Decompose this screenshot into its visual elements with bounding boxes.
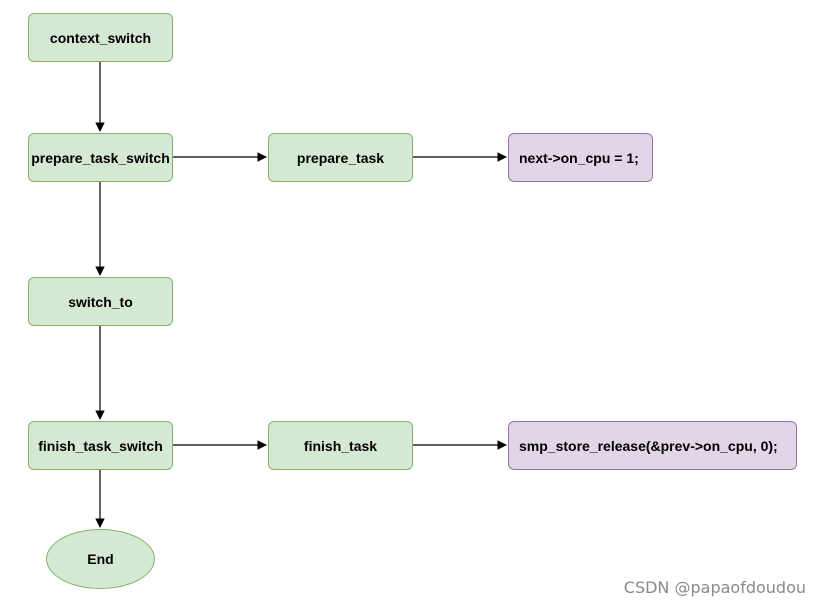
node-prepare-task: prepare_task <box>268 133 413 182</box>
node-label: End <box>87 551 114 567</box>
node-label: prepare_task_switch <box>31 149 170 166</box>
node-end: End <box>46 529 155 589</box>
node-label: next->on_cpu = 1; <box>519 149 639 166</box>
node-label: smp_store_release(&prev->on_cpu, 0); <box>519 437 778 454</box>
node-smp-store-release: smp_store_release(&prev->on_cpu, 0); <box>508 421 797 470</box>
node-label: finish_task_switch <box>38 437 163 454</box>
node-next-on-cpu: next->on_cpu = 1; <box>508 133 653 182</box>
watermark: CSDN @papaofdoudou <box>623 578 806 597</box>
node-label: finish_task <box>303 437 378 454</box>
node-label: context_switch <box>49 29 152 46</box>
node-prepare-task-switch: prepare_task_switch <box>28 133 173 182</box>
node-finish-task: finish_task <box>268 421 413 470</box>
node-context-switch: context_switch <box>28 13 173 62</box>
node-label: switch_to <box>68 293 133 310</box>
node-label: prepare_task <box>296 149 385 166</box>
node-switch-to: switch_to <box>28 277 173 326</box>
node-finish-task-switch: finish_task_switch <box>28 421 173 470</box>
